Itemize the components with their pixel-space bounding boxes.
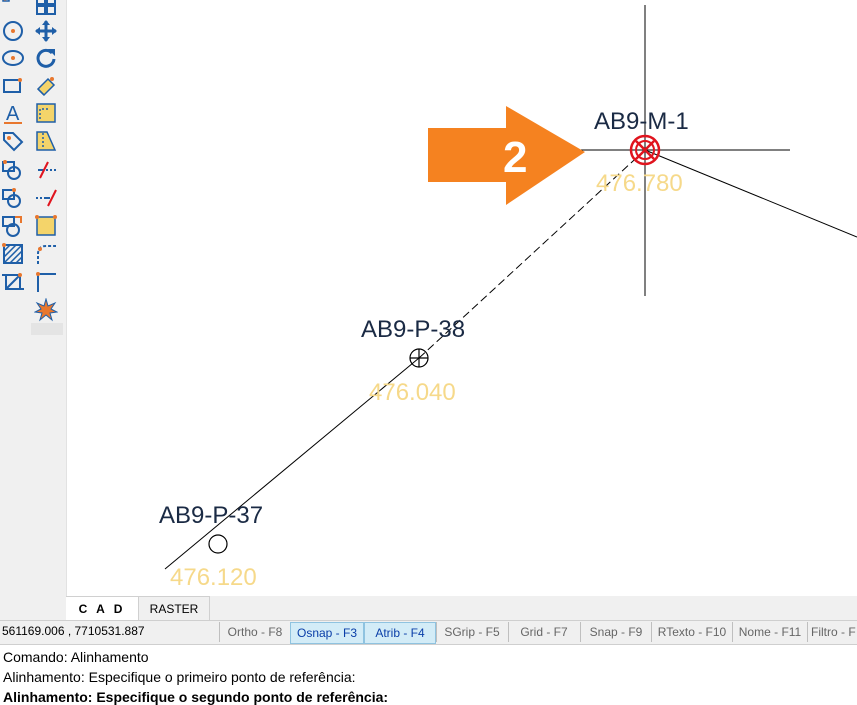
callout-number: 2 (503, 133, 528, 182)
status-bar: 561169.006 , 7710531.887 Ortho - F8 Osna… (0, 620, 857, 645)
elevation-label-ab9-m-1: 476.780 (596, 170, 683, 197)
elevation-label-ab9-p-37: 476.120 (170, 564, 257, 591)
left-toolbar: A (0, 0, 67, 596)
extend-icon[interactable] (33, 185, 59, 211)
command-line-1: Comando: Alinhamento (3, 649, 149, 665)
sgrip-toggle[interactable]: SGrip - F5 (436, 622, 507, 642)
point-label-ab9-m-1: AB9-M-1 (594, 108, 689, 135)
segment-line (164, 357, 420, 570)
dashed-alignment-line (418, 149, 646, 359)
view-tabs: C A D RASTER (0, 596, 857, 621)
filtro-toggle[interactable]: Filtro - F (807, 622, 857, 642)
rtexto-toggle[interactable]: RTexto - F10 (651, 622, 732, 642)
tag-icon[interactable] (0, 128, 26, 154)
drawing-svg (164, 5, 857, 570)
circle-point-icon[interactable] (0, 18, 26, 44)
callout-arrow (428, 106, 585, 205)
point-label-ab9-p-38: AB9-P-38 (361, 316, 466, 343)
atrib-toggle[interactable]: Atrib - F4 (364, 622, 436, 644)
crop-icon[interactable] (0, 269, 26, 295)
tab-raster[interactable]: RASTER (138, 596, 210, 621)
move-shapes-icon[interactable] (0, 185, 26, 211)
copy-shapes-icon[interactable] (0, 157, 26, 183)
area-icon[interactable] (33, 100, 59, 126)
grid-select-icon[interactable] (33, 0, 59, 18)
explode-icon[interactable] (33, 297, 59, 323)
chamfer-icon[interactable] (33, 269, 59, 295)
nome-toggle[interactable]: Nome - F11 (732, 622, 807, 642)
tab-cad[interactable]: C A D (66, 596, 138, 621)
rotate-icon[interactable] (33, 45, 59, 71)
command-prompt: Alinhamento: Especifique o segundo ponto… (3, 689, 389, 705)
hatch-icon[interactable] (0, 241, 26, 267)
note-icon[interactable] (33, 213, 59, 239)
svg-text:A: A (6, 103, 20, 125)
ellipse-icon[interactable] (0, 45, 26, 71)
snap-toggle[interactable]: Snap - F9 (580, 622, 651, 642)
text-icon[interactable]: A (0, 100, 26, 126)
elevation-label-ab9-p-38: 476.040 (369, 379, 456, 406)
rectangle-icon[interactable] (0, 73, 26, 99)
ortho-toggle[interactable]: Ortho - F8 (219, 622, 290, 642)
move-icon[interactable] (33, 18, 59, 44)
command-line-2: Alinhamento: Especifique o primeiro pont… (3, 669, 356, 685)
toolbar-spacer (31, 323, 63, 335)
point-label-ab9-p-37: AB9-P-37 (159, 502, 264, 529)
partial-tool-icon[interactable] (0, 0, 26, 20)
command-area[interactable]: Comando: Alinhamento Alinhamento: Especi… (0, 645, 857, 705)
fillet-icon[interactable] (33, 241, 59, 267)
osnap-toggle[interactable]: Osnap - F3 (290, 622, 364, 644)
point-ab9-p-37-symbol[interactable] (208, 534, 228, 554)
eraser-icon[interactable] (33, 73, 59, 99)
drawing-canvas[interactable]: AB9-M-1 476.780 AB9-P-38 476.040 AB9-P-3… (66, 0, 857, 596)
coordinates-readout: 561169.006 , 7710531.887 (2, 624, 145, 638)
rotate-shapes-icon[interactable] (0, 213, 26, 239)
trim-icon[interactable] (33, 157, 59, 183)
point-ab9-m-1-selected-symbol[interactable] (629, 134, 661, 166)
rubber-band-line (644, 149, 857, 238)
grid-toggle[interactable]: Grid - F7 (508, 622, 579, 642)
point-ab9-p-38-symbol[interactable] (409, 348, 429, 368)
trapezoid-icon[interactable] (33, 128, 59, 154)
